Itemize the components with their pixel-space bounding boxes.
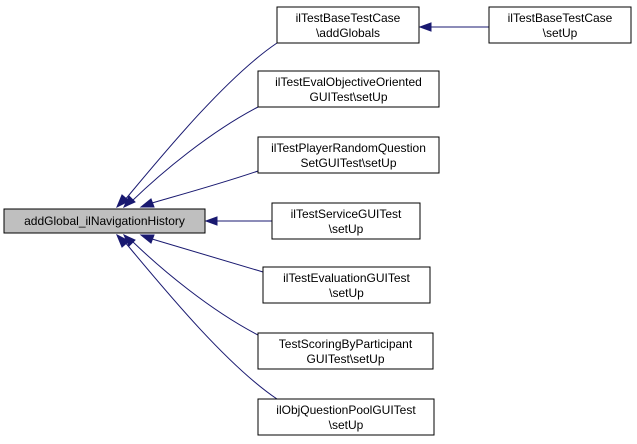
node-label-line2: \setUp — [329, 286, 364, 300]
node-label-line1: ilTestServiceGUITest — [291, 207, 402, 221]
edge-evaluationgui-to-root — [139, 234, 264, 273]
node-label-line1: ilTestBaseTestCase — [508, 11, 613, 25]
node-label-line2: \setUp — [543, 26, 578, 40]
node-iltestevalobjectiveoriented-guitest-setup[interactable]: ilTestEvalObjectiveOriented GUITest\setU… — [257, 70, 440, 108]
edge-setup-to-addglobals — [418, 22, 489, 32]
node-iltestserviceguitest-setup[interactable]: ilTestServiceGUITest \setUp — [271, 202, 421, 240]
node-label-line1: ilTestBaseTestCase — [296, 11, 401, 25]
edge-scoring-to-root — [122, 233, 259, 336]
node-label: addGlobal_ilNavigationHistory — [24, 214, 185, 228]
node-label-line2: SetGUITest\setUp — [300, 156, 396, 170]
node-label-line2: GUITest\setUp — [309, 90, 387, 104]
node-iltestbasetestcase-addglobals[interactable]: ilTestBaseTestCase \addGlobals — [276, 6, 420, 44]
edges — [116, 22, 489, 400]
edge-addglobals-to-root — [116, 42, 278, 209]
nodes: addGlobal_ilNavigationHistory ilTestBase… — [3, 6, 632, 436]
node-label-line2: GUITest\setUp — [306, 352, 384, 366]
node-addglobal-ilnavigationhistory[interactable]: addGlobal_ilNavigationHistory — [3, 208, 206, 234]
node-label-line1: ilObjQuestionPoolGUITest — [276, 403, 416, 417]
node-label-line1: ilTestEvaluationGUITest — [283, 271, 410, 285]
node-testscoringbyparticipant-guitest-setup[interactable]: TestScoringByParticipant GUITest\setUp — [257, 332, 434, 370]
node-label-line2: \setUp — [329, 222, 364, 236]
node-iltestevaluationguitest-setup[interactable]: ilTestEvaluationGUITest \setUp — [262, 266, 431, 304]
node-label-line2: \addGlobals — [316, 26, 380, 40]
node-label-line1: TestScoringByParticipant — [279, 337, 413, 351]
edge-playerrandom-to-root — [139, 170, 259, 208]
edge-evalobj-to-root — [122, 106, 259, 209]
edge-objpool-to-root — [116, 233, 278, 400]
node-iltestplayerrandomquestion-setguitest-setup[interactable]: ilTestPlayerRandomQuestion SetGUITest\se… — [257, 136, 440, 174]
node-label-line1: ilTestEvalObjectiveOriented — [275, 75, 422, 89]
node-iltestbasetestcase-setup[interactable]: ilTestBaseTestCase \setUp — [488, 6, 632, 44]
node-label-line1: ilTestPlayerRandomQuestion — [271, 141, 426, 155]
node-ilobjquestionpoolguitest-setup[interactable]: ilObjQuestionPoolGUITest \setUp — [257, 398, 435, 436]
node-label-line2: \setUp — [329, 418, 364, 432]
edge-servicegui-to-root — [204, 216, 272, 226]
